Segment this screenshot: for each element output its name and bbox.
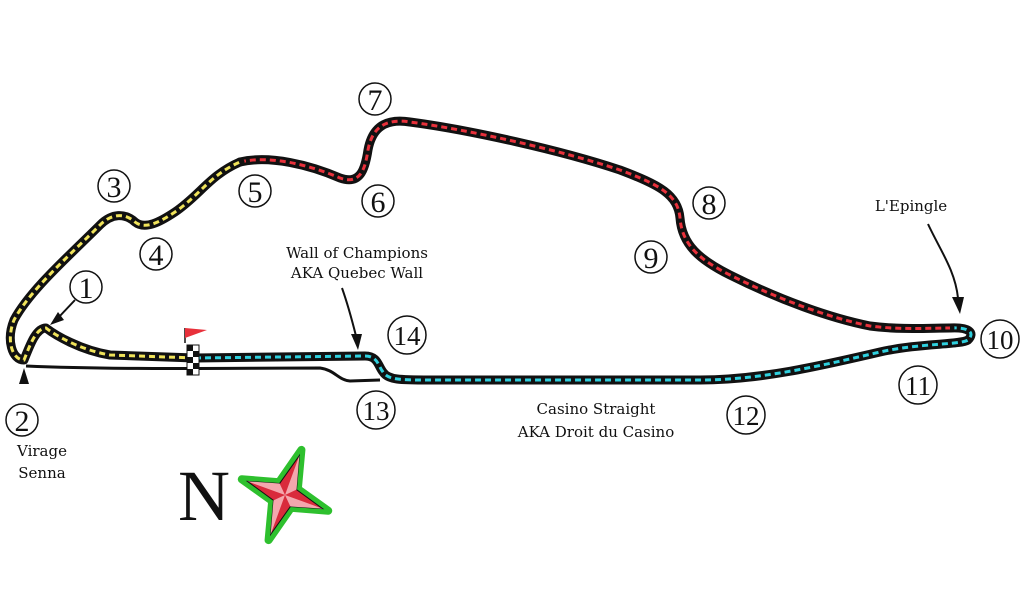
arrow-epingle <box>927 223 964 314</box>
turn-6-marker: 6 <box>361 184 395 219</box>
turn-9-marker: 9 <box>634 240 668 275</box>
wall-of-champions-label-line1: Wall of Champions <box>286 244 428 262</box>
virage-senna-label-line1: Virage <box>16 442 67 460</box>
sector-2-stripe <box>239 119 951 330</box>
turn-13-number: 13 <box>363 396 390 426</box>
turn-9-number: 9 <box>644 242 659 275</box>
sector-2-track <box>235 116 955 333</box>
turn-4-number: 4 <box>149 239 164 272</box>
turn-8-marker: 8 <box>692 186 726 221</box>
arrow-virage-senna <box>19 368 29 384</box>
virage-senna-label-line2: Senna <box>18 464 65 482</box>
turn-2-marker: 2 <box>5 403 39 438</box>
turn-7-number: 7 <box>368 84 383 117</box>
sector-3-track <box>190 323 976 385</box>
turn-5-number: 5 <box>248 176 263 209</box>
turn-11-marker: 11 <box>898 365 938 405</box>
turn-6-number: 6 <box>371 186 386 219</box>
turn-3-number: 3 <box>107 171 122 204</box>
turn-10-marker: 10 <box>980 319 1020 359</box>
turn-8-number: 8 <box>702 188 717 221</box>
turn-1-number: 1 <box>79 272 94 305</box>
turn-1-marker: 1 <box>69 270 103 305</box>
sector-1-stripe <box>8 160 241 362</box>
casino-straight-label-line2: AKA Droit du Casino <box>517 423 675 441</box>
sector-3-stripe <box>194 326 973 382</box>
turn-14-marker: 14 <box>387 315 427 355</box>
casino-straight-label-line1: Casino Straight <box>537 400 656 418</box>
start-finish-line <box>186 344 200 376</box>
arrow-wall-of-champions <box>341 287 362 350</box>
turn-14-number: 14 <box>394 321 422 351</box>
compass-star-icon <box>237 445 333 545</box>
sector-1-track <box>5 157 245 365</box>
arrow-turn-1 <box>50 299 76 325</box>
turn-12-marker: 12 <box>726 395 766 435</box>
turn-10-number: 10 <box>987 325 1014 355</box>
wall-of-champions-label-line2: AKA Quebec Wall <box>290 264 423 282</box>
pit-lane <box>25 364 381 383</box>
turn-5-marker: 5 <box>238 174 272 209</box>
turn-11-number: 11 <box>905 371 931 401</box>
turn-3-marker: 3 <box>97 169 131 204</box>
flag-icon <box>184 328 207 343</box>
epingle-label: L'Epingle <box>875 197 947 215</box>
turn-4-marker: 4 <box>139 237 173 272</box>
compass-north-letter: N <box>178 456 230 536</box>
turn-13-marker: 13 <box>356 390 396 430</box>
turn-7-marker: 7 <box>358 82 392 117</box>
turn-2-number: 2 <box>15 405 30 438</box>
turn-12-number: 12 <box>733 401 760 431</box>
